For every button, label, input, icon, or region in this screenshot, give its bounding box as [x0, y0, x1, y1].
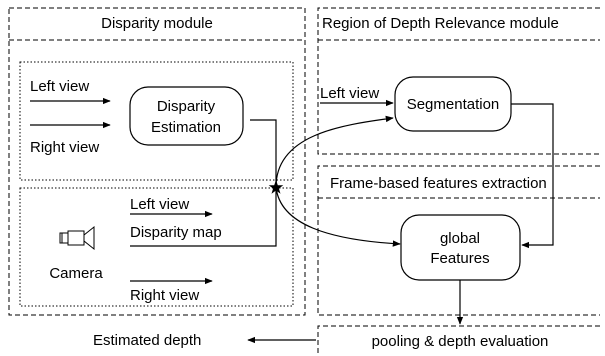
region-module-title: Region of Depth Relevance module — [322, 15, 559, 32]
disparity-estimation-out — [250, 119, 277, 187]
disparity-map-line — [130, 187, 277, 247]
estimated-depth-label: Estimated depth — [93, 332, 201, 349]
disparity-lower-group — [19, 187, 294, 307]
left-view-top-label: Left view — [30, 78, 89, 95]
camera-label: Camera — [49, 265, 103, 282]
junction-to-global-features — [275, 186, 401, 247]
left-view-camera-label: Left view — [130, 196, 189, 213]
frame-module-title: Frame-based features extraction — [330, 175, 547, 192]
disparity-upper-group — [19, 61, 294, 181]
disparity-estimation-line1: Disparity — [157, 98, 216, 115]
right-view-top-label: Right view — [30, 139, 99, 156]
region-module: Region of Depth Relevance module — [317, 7, 600, 155]
global-features-box — [400, 214, 521, 281]
disparity-estimation-box — [129, 86, 244, 146]
disparity-module-title: Disparity module — [101, 15, 213, 32]
disparity-estimation-line2: Estimation — [151, 119, 221, 136]
left-view-region-label: Left view — [320, 85, 379, 102]
segmentation-to-features — [511, 103, 554, 249]
pooling-module-title: pooling & depth evaluation — [372, 333, 549, 350]
junction-to-segmentation — [275, 115, 394, 188]
disparity-module: Disparity module — [8, 7, 306, 316]
camera-icon — [59, 225, 95, 251]
disparity-map-label: Disparity map — [130, 224, 222, 241]
pooling-module: pooling & depth evaluation — [317, 325, 600, 356]
global-features-line2: Features — [430, 250, 489, 267]
global-features-line1: global — [440, 230, 480, 247]
right-view-camera-label: Right view — [130, 287, 199, 304]
segmentation-label: Segmentation — [407, 96, 500, 113]
